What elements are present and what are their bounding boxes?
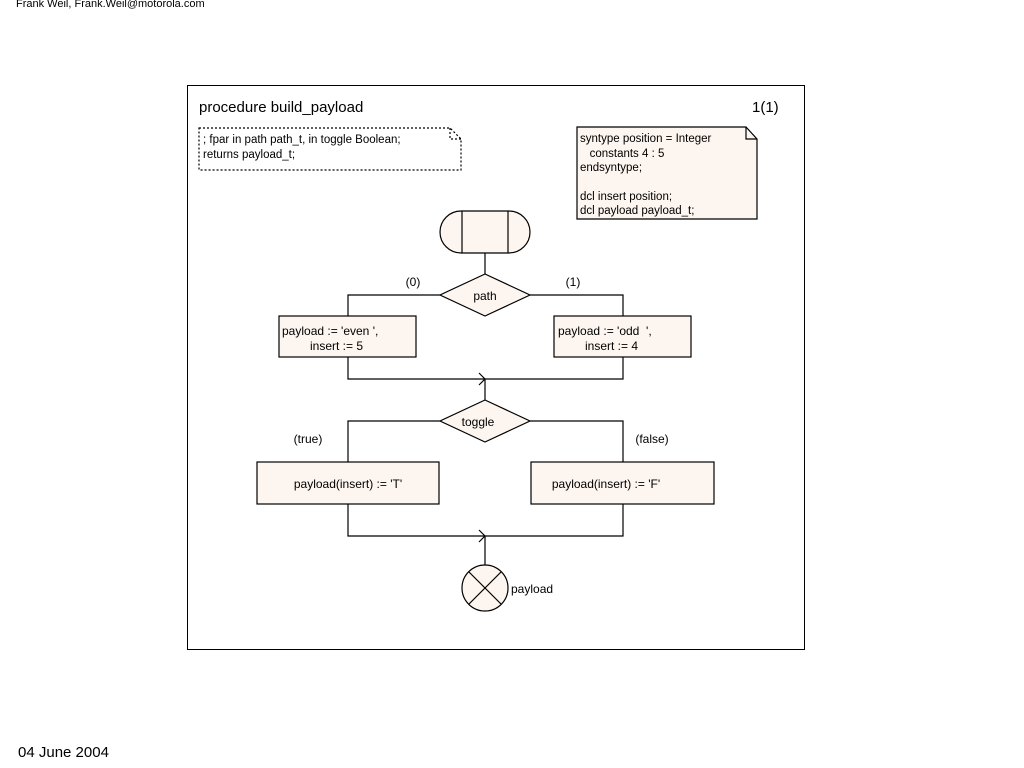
decl-line-6: dcl payload payload_t; [580,205,694,217]
return-symbol [461,564,509,612]
answer-0-label: (0) [406,275,421,289]
task-false-label: payload(insert) := 'F' [552,477,660,491]
task-odd: payload := 'odd ', insert := 4 [553,315,692,358]
task-false: payload(insert) := 'F' [530,461,715,505]
task-odd-line-1: payload := 'odd ', [558,324,652,338]
decision-path: path [438,273,532,317]
diagram-frame [187,85,805,650]
task-true-label: payload(insert) := 'T' [294,477,402,491]
decl-line-1: syntype position = Integer [580,133,712,145]
answer-false-label: (false) [635,432,668,446]
procedure-title: procedure build_payload [199,99,363,116]
footer-date: 04 June 2004 [18,744,109,761]
decl-line-3: endsyntype; [580,162,642,174]
author-header: Frank Weil, Frank.Weil@motorola.com [16,0,205,10]
decision-toggle: toggle [438,399,532,443]
page-number: 1(1) [752,99,779,116]
task-odd-line-2: insert := 4 [585,339,638,353]
procedure-start-symbol [439,210,531,254]
task-even-line-2: insert := 5 [310,339,363,353]
fpar-line-2: returns payload_t; [203,149,295,161]
decision-toggle-question: toggle [462,415,495,429]
decl-line-2: constants 4 : 5 [580,148,664,160]
fpar-note: ; fpar in path path_t, in toggle Boolean… [198,127,462,171]
flow-lines [347,253,624,567]
task-even: payload := 'even ', insert := 5 [278,315,417,358]
answer-true-label: (true) [294,432,323,446]
declaration-note: syntype position = Integer constants 4 :… [576,126,758,220]
decl-line-5: dcl insert position; [580,191,672,203]
decision-path-question: path [473,289,496,303]
task-even-line-1: payload := 'even ', [282,324,378,338]
answer-1-label: (1) [566,275,581,289]
task-true: payload(insert) := 'T' [256,461,440,505]
return-label: payload [511,582,553,596]
fpar-line-1: ; fpar in path path_t, in toggle Boolean… [203,134,401,146]
